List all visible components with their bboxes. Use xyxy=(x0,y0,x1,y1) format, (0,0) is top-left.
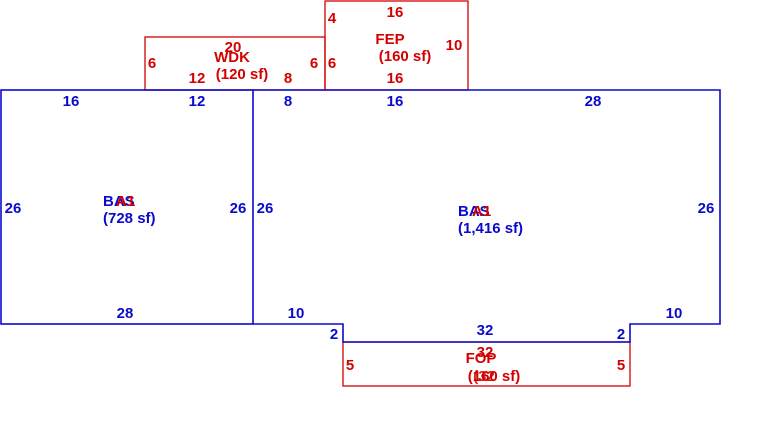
bas-right-code: BAS xyxy=(458,203,490,220)
bas-right-dim-top-a: 8 xyxy=(284,93,292,110)
bas-right-dim-notch-left: 2 xyxy=(330,326,338,343)
wdk-dim-bottom-a: 12 xyxy=(189,70,206,87)
fep-dim-right: 10 xyxy=(446,37,463,54)
fep-dim-bottom: 16 xyxy=(387,70,404,87)
bas-left-dim-right: 26 xyxy=(230,200,247,217)
fep-dim-left-top: 4 xyxy=(328,10,337,27)
bas-right-section xyxy=(253,89,721,343)
fop-area-overlay: (32 xyxy=(473,368,495,385)
fep-area: (160 sf) xyxy=(379,48,432,65)
wdk-dim-right: 6 xyxy=(310,55,318,72)
bas-right-dim-right: 26 xyxy=(698,200,715,217)
fop-dim-right: 5 xyxy=(617,357,625,374)
fep-dim-left: 6 xyxy=(328,55,336,72)
bas-left-dim-top-b: 12 xyxy=(189,93,206,110)
fop-code: FOP xyxy=(466,350,497,367)
bas-left-outline xyxy=(0,89,254,325)
bas-right-dim-notch-right: 2 xyxy=(617,326,625,343)
bas-right-outline xyxy=(253,89,721,343)
bas-left-dim-top-a: 16 xyxy=(63,93,80,110)
bas-left-dim-bottom: 28 xyxy=(117,305,134,322)
bas-right-overlay-code: A1 xyxy=(472,203,491,220)
fep-dim-top: 16 xyxy=(387,4,404,21)
wdk-dim-left: 6 xyxy=(148,55,156,72)
fop-dim-top: 32 xyxy=(477,344,494,361)
bas-right-dim-left: 26 xyxy=(257,200,274,217)
bas-right-dim-bottom-right: 10 xyxy=(666,305,683,322)
bas-left-code: BAS xyxy=(103,193,135,210)
wdk-dim-bottom-b: 8 xyxy=(284,70,292,87)
bas-left-overlay-code: A1 xyxy=(116,193,135,210)
bas-left-section xyxy=(0,89,254,325)
bas-right-dim-top-c: 28 xyxy=(585,93,602,110)
bas-left-area: (728 sf) xyxy=(103,210,156,227)
bas-right-dim-notch-bottom: 32 xyxy=(477,322,494,339)
fop-area: (160 sf) xyxy=(468,368,521,385)
bas-right-dim-bottom-left: 10 xyxy=(288,305,305,322)
fop-dim-left: 5 xyxy=(346,357,354,374)
wdk-code: WDK xyxy=(214,49,250,66)
bas-left-dim-left: 26 xyxy=(5,200,22,217)
wdk-area: (120 sf) xyxy=(216,66,269,83)
bas-right-area: (1,416 sf) xyxy=(458,220,523,237)
bas-right-dim-top-b: 16 xyxy=(387,93,404,110)
fep-code: FEP xyxy=(375,31,404,48)
wdk-dim-top: 20 xyxy=(225,39,242,56)
